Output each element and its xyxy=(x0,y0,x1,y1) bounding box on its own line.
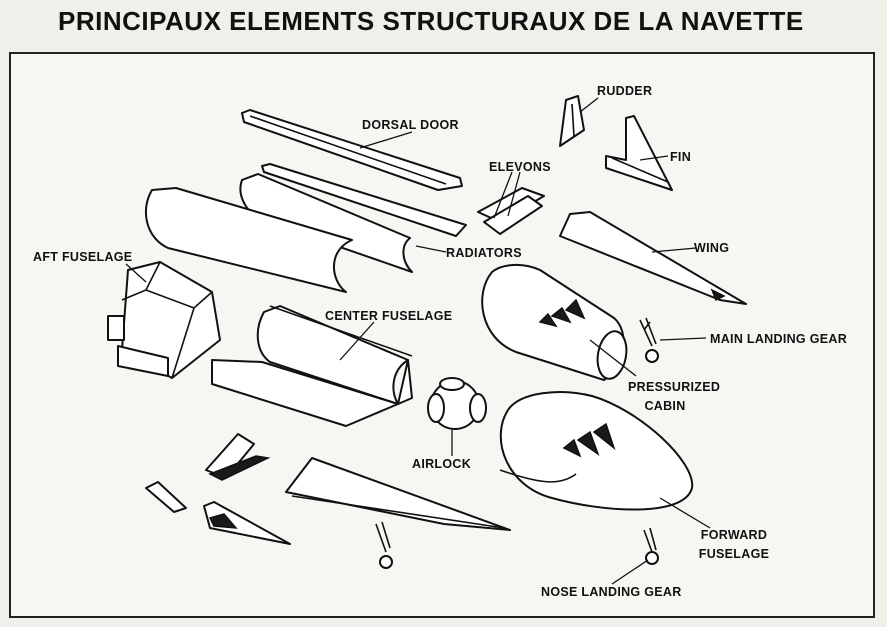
dorsal-door-part xyxy=(241,109,463,191)
label-main-landing-gear: MAIN LANDING GEAR xyxy=(710,332,848,346)
label-nose-landing-gear: NOSE LANDING GEAR xyxy=(541,585,682,599)
label-radiators: RADIATORS xyxy=(446,246,522,260)
label-elevons: ELEVONS xyxy=(489,160,551,174)
lower-wing-part xyxy=(285,457,511,531)
airlock-part xyxy=(427,377,487,430)
upper-fuselage-shell-part xyxy=(144,187,353,293)
rudder-part xyxy=(559,95,585,147)
pressurized-cabin-part xyxy=(481,264,628,381)
nose-landing-gear-part xyxy=(375,521,659,569)
main-landing-gear-part xyxy=(639,317,659,363)
page-title: PRINCIPAUX ELEMENTS STRUCTURAUX DE LA NA… xyxy=(58,6,804,36)
label-forward-fuselage: FORWARD FUSELAGE xyxy=(696,528,772,562)
label-forward-fuselage-line2: FUSELAGE xyxy=(698,547,770,561)
elevons-part xyxy=(477,187,545,235)
label-rudder: RUDDER xyxy=(597,84,653,98)
small-elevon-parts xyxy=(145,481,291,545)
label-dorsal-door: DORSAL DOOR xyxy=(362,118,459,132)
forward-fuselage-part xyxy=(499,391,694,511)
label-pressurized-cabin: PRESSURIZED CABIN xyxy=(628,380,721,414)
wing-part xyxy=(559,211,747,305)
label-pressurized-cabin-line1: PRESSURIZED xyxy=(628,380,721,394)
label-wing: WING xyxy=(694,241,730,255)
label-aft-fuselage: AFT FUSELAGE xyxy=(33,250,133,264)
aft-fuselage-part xyxy=(107,261,221,379)
body-flap-part xyxy=(205,433,271,481)
label-pressurized-cabin-line2: CABIN xyxy=(644,399,686,413)
label-forward-fuselage-line1: FORWARD xyxy=(700,528,768,542)
label-airlock: AIRLOCK xyxy=(412,457,472,471)
center-fuselage-part xyxy=(211,305,413,427)
radiators-part xyxy=(239,163,467,273)
fin-part xyxy=(605,115,673,191)
leader-lines xyxy=(125,97,711,585)
label-center-fuselage: CENTER FUSELAGE xyxy=(325,309,453,323)
label-fin: FIN xyxy=(670,150,692,164)
